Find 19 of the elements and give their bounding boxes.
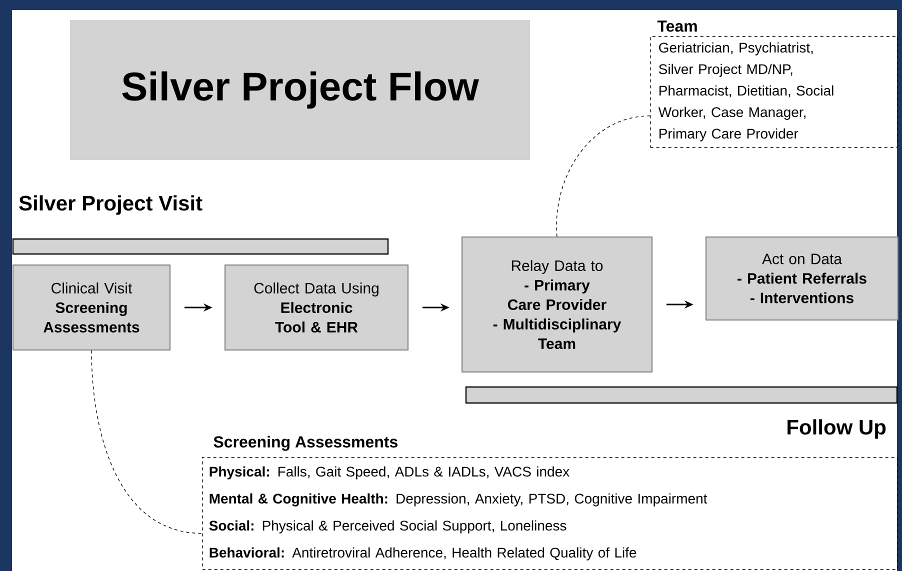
process-box: Relay Data to - Primary Care Provider - Multidisciplinary Team	[462, 236, 652, 372]
section-heading: Silver Project Visit	[19, 195, 202, 215]
timeline-bar	[465, 386, 898, 404]
box-heading: Team	[657, 20, 697, 32]
assessment-box: Physical: Falls, Gait Speed, ADLs & IADLs, VACS index Mental & Cognitive Health: Depression, Anxiety, PTSD, Cognitive Impairment Social: Physical & Perceived Social Support, Loneliness Behavioral: Antiretroviral Adherence, Health Related Quality of Life	[202, 457, 898, 570]
section-heading: Follow Up	[788, 419, 886, 439]
node-label: Physical: Falls, Gait Speed, ADLs & IADLs, VACS index	[210, 466, 570, 480]
connector-line	[91, 350, 202, 534]
process-box: Act on Data - Patient Referrals - Interventions	[706, 236, 898, 320]
box-heading: Screening Assessments	[214, 436, 398, 451]
title-banner: Silver Project Flow	[70, 20, 530, 160]
node-label: Mental & Cognitive Health: Depression, Anxiety, PTSD, Cognitive Impairment	[210, 493, 708, 506]
connector-line	[556, 116, 650, 237]
timeline-bar	[12, 238, 389, 255]
process-box: Clinical Visit Screening Assessments	[12, 264, 170, 350]
node-label: Social: Physical & Perceived Social Support, Loneliness	[209, 520, 566, 534]
process-box: Collect Data Using Electronic Tool & EHR	[224, 264, 408, 350]
team-box: Geriatrician, Psychiatrist, Silver Project MD/NP, Pharmacist, Dietitian, Social Worker, Case Manager, Primary Care Provider	[650, 36, 898, 148]
node-label: Behavioral: Antiretroviral Adherence, Health Related Quality of Life	[210, 547, 636, 560]
